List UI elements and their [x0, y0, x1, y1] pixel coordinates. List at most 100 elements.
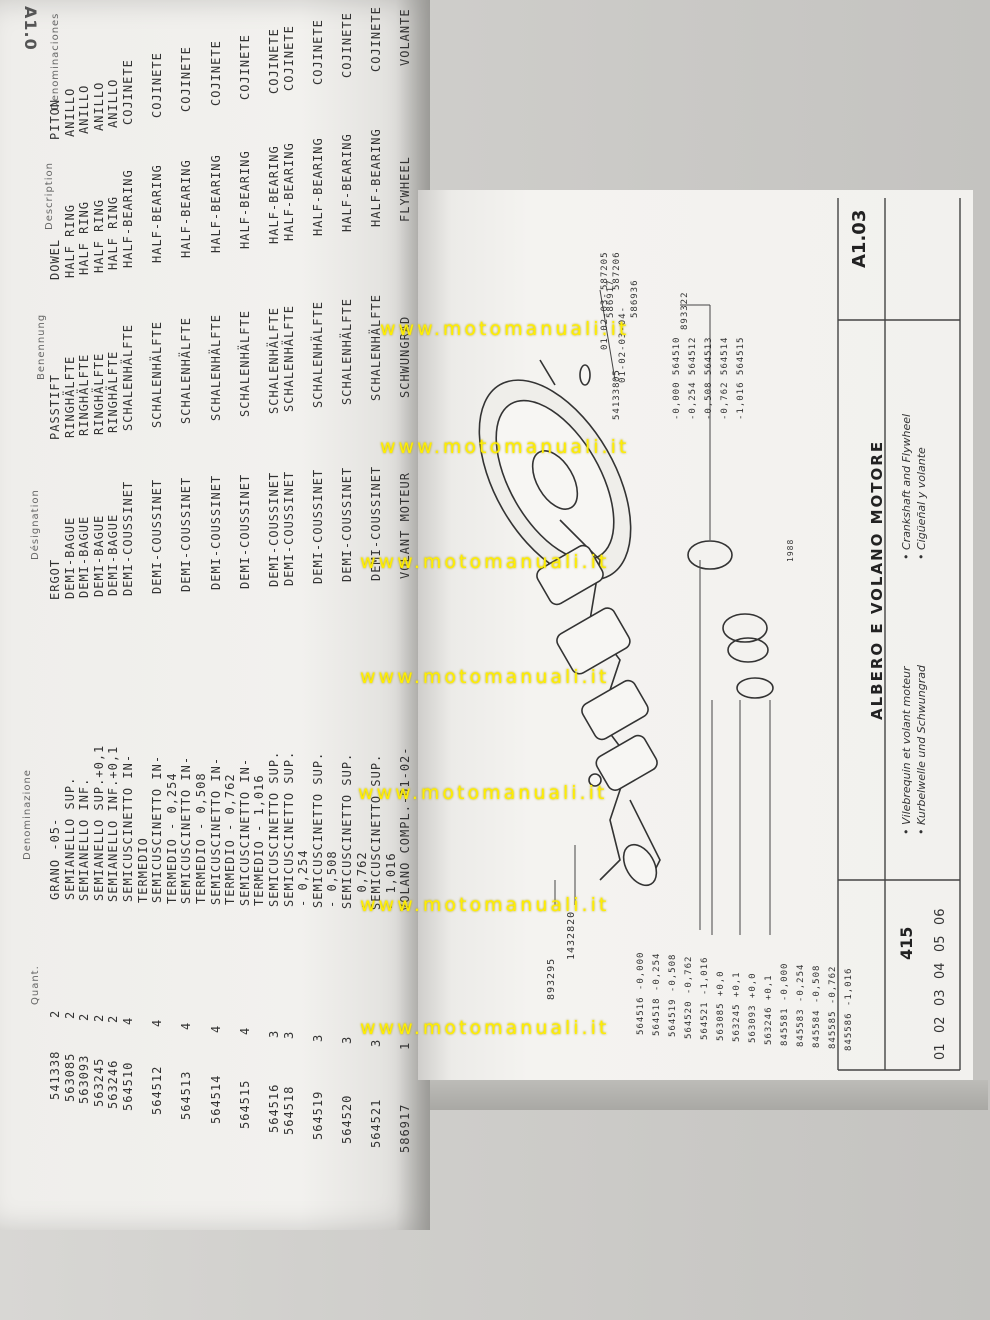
part-name-es: COJINETE [208, 40, 223, 107]
diagram-callout-list: 564519 -0,508 [668, 953, 678, 1038]
part-name-fr: DEMI-COUSSINET [150, 478, 165, 594]
part-code: 541338 [48, 1050, 62, 1100]
header-qty: Quant. [30, 965, 41, 1005]
part-name-es: ANILLO [77, 84, 92, 134]
part-code: 564515 [237, 1079, 252, 1129]
part-name-es: ANILLO [91, 81, 106, 131]
part-name-en: HALF-BEARING [310, 137, 325, 237]
part-code: 564510 [121, 1061, 135, 1111]
diagram-callout-list: 564521 -1,016 [700, 956, 710, 1040]
part-qty: 4 [179, 1021, 194, 1030]
part-name-en: HALF-BEARING [369, 128, 384, 227]
part-code: 564514 [208, 1074, 223, 1125]
part-name-es: COJINETE [369, 6, 384, 73]
title-code: A1.03 [849, 209, 870, 268]
part-qty: 4 [208, 1024, 223, 1033]
diagram-callout-right: -0,254 564512 [688, 336, 698, 420]
part-name-fr: DEMI-BAGUE [106, 514, 121, 597]
part-name-it: SEMICUSCINETTO SUP. [340, 752, 354, 909]
part-name-en: HALF-BEARING [267, 144, 281, 244]
diagram-callout-right: -1,016 564515 [736, 336, 746, 420]
diagram-callout-list: 563085 +0,0 [716, 970, 726, 1041]
title-block-frame [837, 198, 961, 1071]
part-name-it: SEMICUSCINETTO SUP. [310, 751, 325, 908]
subtitle-en: • Crankshaft and Flywheel [900, 413, 913, 560]
diagram-callout-list: 845584 -0,508 [812, 964, 822, 1049]
header-designation: Désignation [30, 489, 41, 560]
part-name-fr: ERGOT [48, 558, 62, 600]
crankshaft-drawing [478, 359, 774, 887]
part-name-fr: DEMI-BAGUE [62, 516, 77, 600]
diagram-callout: 893322 [680, 291, 690, 330]
part-name-fr: DEMI-COUSSINET [267, 471, 281, 587]
title-page-number: 415 [897, 926, 916, 960]
part-name-fr: DEMI-BAGUE [77, 515, 92, 599]
part-name-de: SCHALENHÄLFTE [281, 304, 296, 412]
part-name-fr: DEMI-COUSSINET [208, 475, 223, 591]
diagram-callout-893295: 893295 [546, 957, 557, 1000]
part-qty: 4 [237, 1026, 252, 1036]
watermark-text: www.motomanuali.it [360, 666, 610, 688]
part-code: 564513 [179, 1070, 194, 1120]
part-name-it: SEMICUSCINETTO SUP. [281, 750, 296, 908]
part-name-it: SEMICUSCINETTO SUP. [369, 753, 384, 910]
part-code: 563245 [91, 1057, 106, 1107]
watermark-text: www.motomanuali.it [358, 782, 608, 804]
header-denominazione: Denominazione [22, 769, 33, 860]
diagram-callout-list: 563093 +0,0 [748, 972, 758, 1044]
watermark-text: www.motomanuali.it [360, 1017, 610, 1039]
part-code: 564516 [267, 1083, 281, 1133]
diagram-callout-list: 845585 -0,762 [828, 965, 838, 1050]
part-name-de: SCHALENHÄLFTE [208, 313, 223, 421]
part-name-en: HALF RING [91, 198, 106, 273]
subtitle-de: • Kurbelwelle und Schwungrad [915, 665, 928, 835]
diagram-callout-list: 845583 -0,254 [796, 963, 806, 1047]
part-name-en: HALF-BEARING [121, 169, 135, 268]
part-name-it: SEMICUSCINETTO IN- [237, 757, 252, 906]
part-code: 564512 [150, 1066, 165, 1116]
part-name-en: DOWEL [48, 238, 62, 280]
part-name-es: PITON [48, 98, 62, 140]
part-name-it: GRANO -05- [48, 817, 62, 900]
part-name-en: HALF RING [106, 196, 121, 271]
diagram-callout-list: 564520 -0,762 [684, 955, 694, 1039]
title-column-05: 05 [933, 935, 948, 952]
diagram-callout-1432820: 1432820 [566, 910, 577, 960]
book-page-edge [418, 1080, 988, 1110]
part-name-de: PASSTIFT [48, 374, 62, 440]
part-qty: 3 [310, 1033, 325, 1042]
part-name-it: SEMICUSCINETTO IN- [150, 755, 165, 904]
diagram-callout-list: 845586 -1,016 [844, 967, 854, 1051]
leader-lines [554, 289, 771, 935]
part-name-it: SEMIANELLO INF. [77, 777, 92, 901]
part-name-es: COJINETE [150, 52, 165, 119]
part-name-de: SCHALENHÄLFTE [150, 320, 165, 428]
part-code: 564520 [340, 1094, 354, 1144]
part-name-de: RINGHÄLFTE [77, 354, 92, 437]
part-name-es: COJINETE [281, 24, 296, 91]
part-name-it: SEMICUSCINETTO SUP. [267, 750, 281, 907]
part-name-it: TERMEDIO [135, 836, 150, 903]
title-column-01: 01 [933, 1043, 948, 1060]
part-name-it: SEMICUSCINETTO IN- [121, 754, 135, 903]
part-name-it: TERMEDIO - 0,762 [223, 773, 238, 906]
title-it: ALBERO E VOLANO MOTORE [868, 439, 886, 720]
part-name-es: COJINETE [267, 28, 281, 94]
part-code: 564521 [369, 1099, 384, 1149]
part-name-en: HALF-BEARING [237, 149, 252, 249]
part-code: 563085 [62, 1052, 77, 1103]
part-name-de: SCHALENHÄLFTE [237, 310, 252, 418]
diagram-badge: 1988 [786, 538, 795, 562]
part-qty: 3 [340, 1036, 354, 1045]
part-name-de: RINGHÄLFTE [91, 352, 106, 435]
part-qty: 4 [121, 1016, 135, 1025]
part-name-de: SCHALENHÄLFTE [369, 294, 384, 402]
diagram-callout-right: -0,508 564513 [704, 336, 714, 420]
part-qty: 2 [48, 1009, 62, 1018]
watermark-text: www.motomanuali.it [360, 894, 610, 916]
part-name-it: - 0,508 [325, 850, 340, 909]
part-name-es: COJINETE [179, 46, 194, 113]
part-name-fr: DEMI-COUSSINET [310, 469, 325, 585]
part-name-it: TERMEDIO - 0,508 [194, 772, 208, 905]
